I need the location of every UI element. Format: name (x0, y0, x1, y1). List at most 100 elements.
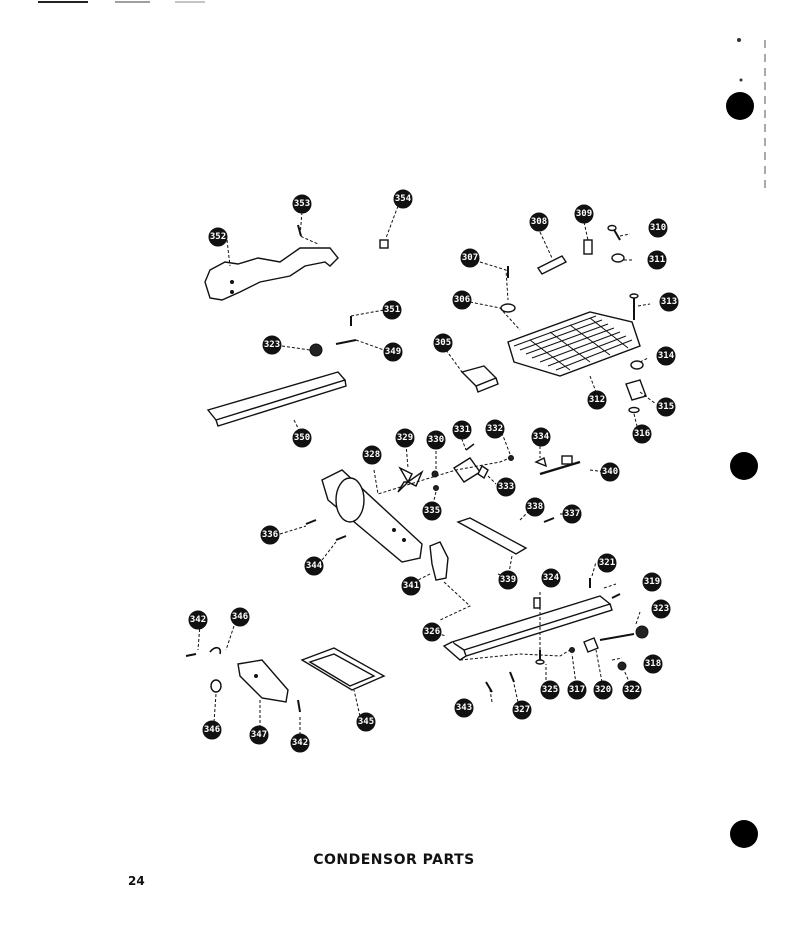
part-305-bracket (460, 365, 499, 393)
svg-text:339: 339 (500, 575, 516, 585)
part-344-screw (335, 535, 347, 541)
callout-319: 319 (642, 572, 662, 592)
svg-text:349: 349 (385, 347, 401, 357)
callout-306: 306 (452, 290, 472, 310)
callout-342-top: 342 (188, 610, 208, 630)
callout-339: 339 (498, 570, 518, 590)
callout-305: 305 (433, 333, 453, 353)
part-341-bracket (429, 541, 449, 581)
part-335-washer (433, 485, 439, 491)
part-322-nut (617, 661, 627, 671)
callout-333: 333 (496, 477, 516, 497)
callout-353: 353 (292, 194, 312, 214)
part-336-screw (305, 519, 317, 525)
part-311-nut (611, 253, 625, 263)
svg-text:321: 321 (599, 558, 615, 568)
callout-322: 322 (622, 680, 642, 700)
svg-text:328: 328 (364, 450, 380, 460)
svg-text:319: 319 (644, 577, 660, 587)
part-327-screw (509, 671, 515, 683)
callout-307: 307 (460, 248, 480, 268)
callout-330: 330 (426, 430, 446, 450)
callout-329: 329 (395, 428, 415, 448)
svg-text:305: 305 (435, 338, 451, 348)
svg-text:353: 353 (294, 199, 310, 209)
svg-text:323: 323 (653, 604, 669, 614)
part-348-spring (209, 646, 222, 655)
svg-text:312: 312 (589, 395, 605, 405)
callout-352: 352 (208, 227, 228, 247)
svg-text:326: 326 (424, 627, 440, 637)
part-347-bracket (237, 659, 289, 703)
svg-text:330: 330 (428, 435, 444, 445)
svg-text:307: 307 (462, 253, 478, 263)
svg-text:325: 325 (542, 685, 558, 695)
svg-text:315: 315 (658, 402, 674, 412)
part-346-knob (210, 679, 222, 693)
svg-text:335: 335 (424, 506, 440, 516)
svg-text:354: 354 (395, 194, 412, 204)
callout-328: 328 (362, 445, 382, 465)
part-328-shroud (321, 469, 423, 563)
punch-hole-top (726, 92, 754, 120)
svg-text:337: 337 (564, 509, 580, 519)
callout-314: 314 (656, 346, 676, 366)
callout-311: 311 (647, 250, 667, 270)
callout-348: 346 (230, 607, 250, 627)
part-326-base-rail (442, 595, 613, 661)
callout-312: 312 (587, 390, 607, 410)
part-342-screw-top (185, 653, 197, 657)
svg-text:329: 329 (397, 433, 413, 443)
part-352-bracket (204, 247, 339, 301)
callout-347: 347 (249, 725, 269, 745)
callout-342-bottom: 342 (290, 733, 310, 753)
svg-text:323: 323 (264, 340, 280, 350)
svg-text:340: 340 (602, 467, 618, 477)
callout-338: 338 (525, 497, 545, 517)
part-333-bracket (477, 464, 489, 480)
svg-text:306: 306 (454, 295, 470, 305)
svg-text:352: 352 (210, 232, 226, 242)
callout-345: 345 (356, 712, 376, 732)
svg-text:327: 327 (514, 705, 530, 715)
part-317-screw (569, 647, 575, 653)
svg-text:338: 338 (527, 502, 543, 512)
svg-text:344: 344 (306, 561, 323, 571)
svg-text:317: 317 (569, 685, 585, 695)
part-313-bolt (629, 293, 639, 320)
callout-327: 327 (512, 700, 532, 720)
part-309-fitting (583, 239, 593, 255)
callout-323-left: 323 (262, 335, 282, 355)
part-323-knob-right (635, 625, 649, 639)
diagram-caption: CONDENSOR PARTS (313, 852, 475, 868)
svg-text:343: 343 (456, 703, 472, 713)
callout-354: 354 (393, 189, 413, 209)
svg-text:314: 314 (658, 351, 675, 361)
part-331-motor (452, 443, 482, 483)
part-350-channel (206, 371, 347, 427)
part-324-spring (533, 597, 541, 609)
callout-313: 313 (659, 292, 679, 312)
part-329-fan-blade (397, 466, 424, 493)
part-340-tube (539, 455, 581, 476)
part-337-screw (543, 517, 555, 523)
svg-text:336: 336 (262, 530, 278, 540)
part-325-bolt (535, 650, 545, 665)
part-334-clamp (534, 456, 548, 468)
svg-text:320: 320 (595, 685, 611, 695)
callout-325: 325 (540, 680, 560, 700)
part-312-condenser-coil (507, 311, 641, 377)
part-338-rail (456, 517, 528, 555)
svg-text:334: 334 (533, 432, 550, 442)
part-342-screw-bottom (297, 699, 301, 713)
part-315-bracket (625, 379, 647, 401)
svg-text:350: 350 (294, 433, 310, 443)
svg-text:324: 324 (543, 573, 560, 583)
header-marks (38, 1, 766, 190)
part-308-tube (536, 255, 568, 275)
part-349-fitting (335, 339, 357, 345)
callout-341: 341 (401, 576, 421, 596)
callout-344: 344 (304, 556, 324, 576)
callout-309: 309 (574, 204, 594, 224)
